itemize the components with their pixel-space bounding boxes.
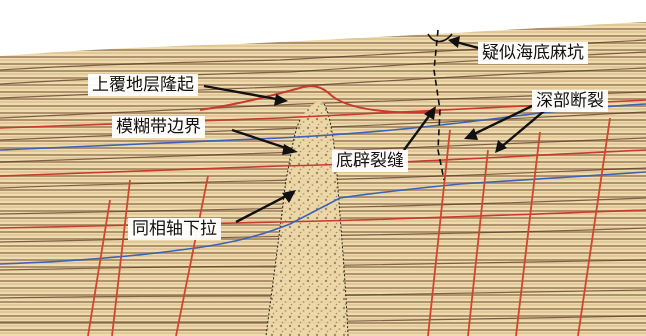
- label-overburden-uplift: 上覆地层隆起: [88, 74, 198, 96]
- label-phase-axis-pulldown: 同相轴下拉: [128, 218, 221, 240]
- label-suspected-pockmark: 疑似海底麻坑: [478, 42, 588, 64]
- label-deep-faults: 深部断裂: [532, 90, 608, 112]
- label-blur-zone-boundary: 模糊带边界: [112, 116, 205, 138]
- label-basal-fracture: 底辟裂缝: [332, 150, 408, 172]
